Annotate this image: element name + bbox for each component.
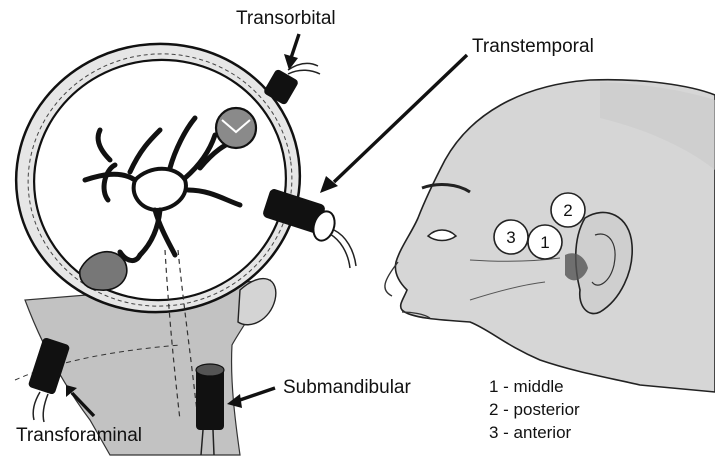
legend-item: 1 - middle [489, 375, 580, 398]
arrow-submandibular [227, 388, 275, 408]
window-marker-2: 2 [563, 201, 572, 220]
legend-item: 3 - anterior [489, 421, 580, 444]
globe [216, 108, 256, 148]
window-legend: 1 - middle 2 - posterior 3 - anterior [489, 375, 580, 444]
label-transforaminal: Transforaminal [16, 425, 142, 447]
profile-head: 2 3 1 [385, 80, 715, 392]
label-submandibular: Submandibular [283, 377, 411, 399]
label-transorbital: Transorbital [236, 8, 336, 30]
label-transtemporal: Transtemporal [472, 36, 594, 58]
window-marker-3: 3 [506, 228, 515, 247]
legend-item: 2 - posterior [489, 398, 580, 421]
window-marker-1: 1 [540, 233, 549, 252]
